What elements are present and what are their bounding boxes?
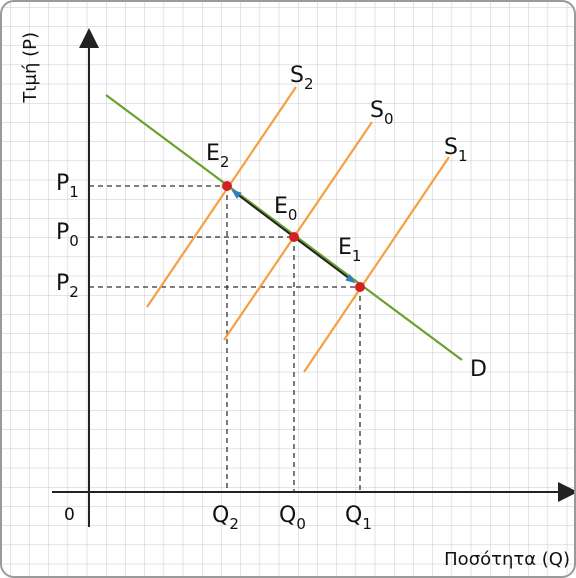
label-e0: E0 bbox=[274, 194, 297, 224]
label-q0: Q0 bbox=[279, 503, 306, 533]
label-s0: S0 bbox=[370, 98, 394, 128]
origin-label: 0 bbox=[64, 505, 75, 525]
label-d: D bbox=[470, 357, 487, 382]
label-p2: P2 bbox=[56, 271, 79, 301]
movement-arrow-to-e1 bbox=[293, 236, 356, 284]
label-q2: Q2 bbox=[212, 503, 239, 533]
equilibrium-point-e0 bbox=[289, 232, 299, 242]
label-q1: Q1 bbox=[345, 503, 372, 533]
label-e1: E1 bbox=[338, 235, 361, 265]
label-p1: P1 bbox=[56, 171, 79, 201]
label-p0: P0 bbox=[56, 220, 79, 250]
supply-curve-s1 bbox=[303, 156, 450, 373]
label-s2: S2 bbox=[290, 63, 314, 93]
label-e2: E2 bbox=[206, 141, 229, 171]
movement-arrow-to-e2 bbox=[231, 189, 295, 238]
equilibrium-point-e1 bbox=[355, 282, 365, 292]
equilibrium-point-e2 bbox=[222, 181, 232, 191]
demand-curve bbox=[105, 94, 463, 361]
supply-curve-s0 bbox=[223, 121, 373, 341]
x-axis-title: Ποσότητα (Q) bbox=[444, 549, 570, 570]
supply-curve-s2 bbox=[146, 86, 297, 308]
y-axis-title: Τιμή (P) bbox=[20, 32, 41, 104]
label-s1: S1 bbox=[444, 135, 468, 165]
